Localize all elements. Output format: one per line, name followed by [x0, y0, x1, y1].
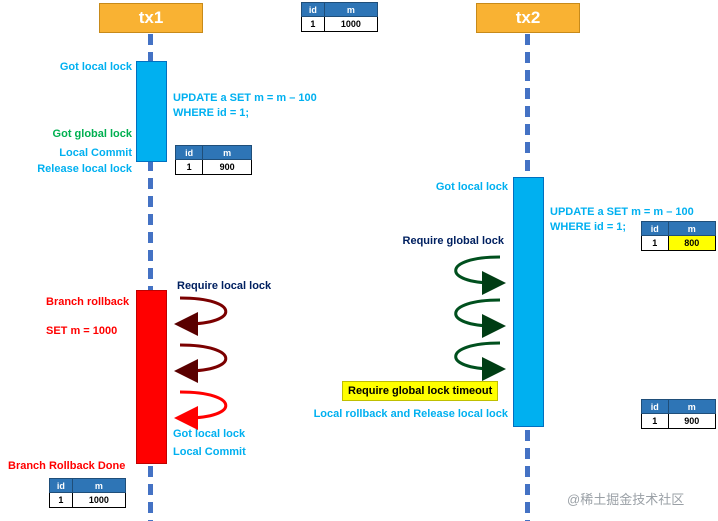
tx1-update-line1: UPDATE a SET m = m – 100 — [173, 92, 317, 104]
cell-m: 1000 — [71, 492, 127, 508]
tx1-got-local-lock: Got local lock — [59, 61, 132, 73]
col-id: id — [174, 145, 204, 160]
tx1-local-commit-2: Local Commit — [173, 446, 246, 458]
tx1-update-line2: WHERE id = 1; — [173, 107, 250, 119]
col-m: m — [667, 221, 717, 236]
col-m: m — [71, 478, 127, 493]
tx2-local-rollback: Local rollback and Release local lock — [313, 408, 508, 420]
tx1-got-global-lock: Got global lock — [52, 128, 132, 140]
tx1-local-commit: Local Commit — [59, 147, 132, 159]
tx1-lifeline — [148, 34, 153, 521]
tx2-got-local-lock: Got local lock — [435, 181, 508, 193]
loop-arrow-2 — [174, 343, 228, 383]
tx1-branch-rollback-done: Branch Rollback Done — [8, 460, 126, 472]
tx1-activation-bar — [136, 61, 167, 162]
tx2-timeout-badge: Require global lock timeout — [342, 381, 499, 401]
tx2-require-global-lock: Require global lock — [402, 235, 504, 247]
tx1-release-local-lock: Release local lock — [37, 163, 132, 175]
tx1-set-m: SET m = 1000 — [46, 325, 118, 337]
cell-m: 900 — [667, 413, 717, 429]
green-loop-3 — [454, 341, 506, 381]
col-m: m — [667, 399, 717, 414]
cell-id: 1 — [641, 413, 669, 429]
cell-id: 1 — [641, 235, 669, 251]
tx1-branch-rollback: Branch rollback — [46, 296, 130, 308]
col-m: m — [323, 2, 379, 17]
tx1-rollback-bar — [136, 290, 167, 464]
tx1-got-local-lock-2: Got local lock — [173, 428, 246, 440]
cell-id: 1 — [174, 159, 204, 175]
col-m: m — [202, 145, 252, 160]
cell-id: 1 — [49, 492, 73, 508]
loop-arrow-1 — [174, 296, 228, 336]
green-loop-1 — [454, 255, 506, 295]
tx1-require-local-lock: Require local lock — [177, 280, 272, 292]
tx2-update-line2: WHERE id = 1; — [550, 221, 627, 233]
cell-m: 900 — [202, 159, 252, 175]
green-loop-2 — [454, 298, 506, 338]
tx1-header: tx1 — [99, 3, 203, 33]
watermark: @稀土掘金技术社区 — [567, 492, 685, 507]
tx2-activation-bar — [513, 177, 544, 427]
col-id: id — [301, 2, 325, 17]
cell-m: 1000 — [323, 16, 379, 32]
cell-m-highlight: 800 — [667, 235, 717, 251]
loop-arrow-3 — [174, 390, 228, 430]
tx2-header: tx2 — [476, 3, 580, 33]
tx2-update-line1: UPDATE a SET m = m – 100 — [550, 206, 694, 218]
